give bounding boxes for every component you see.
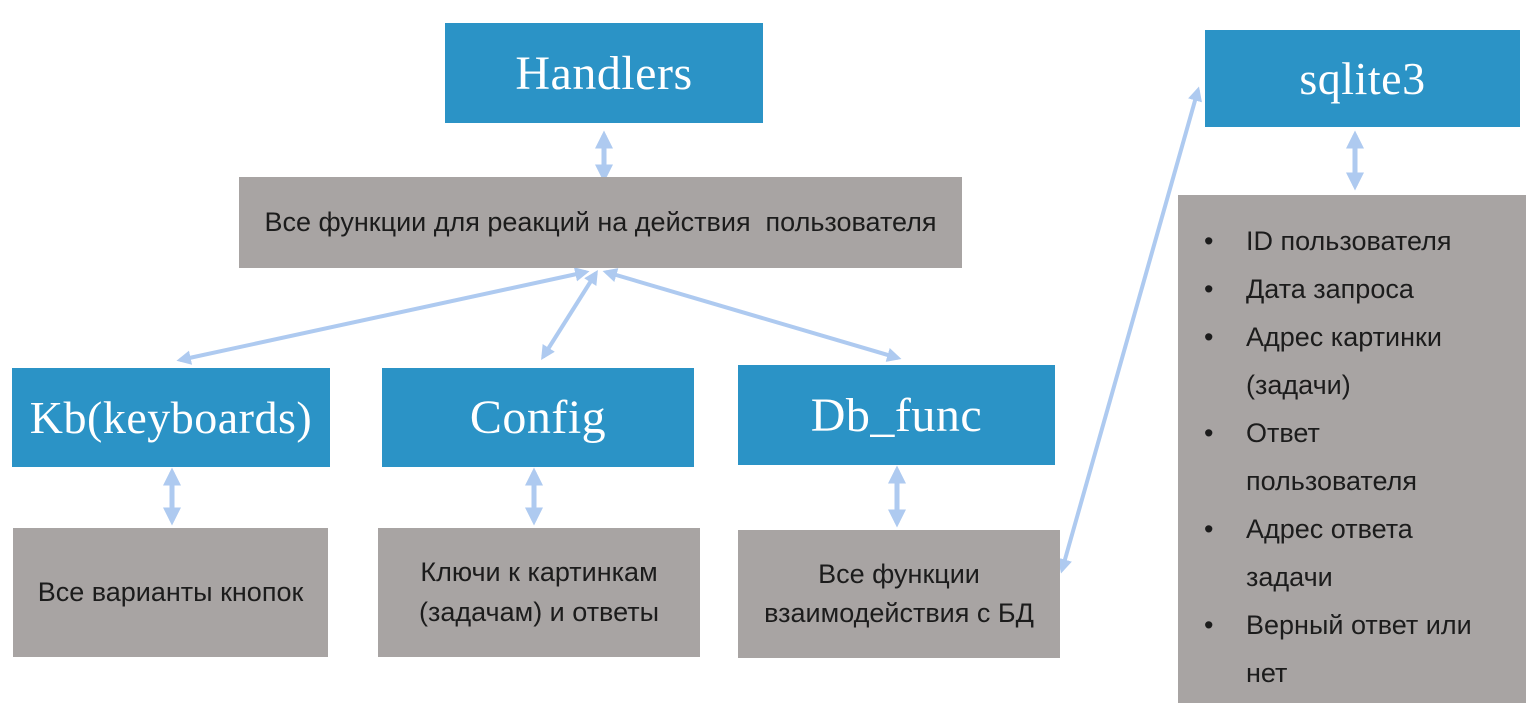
module-handlers-label: Handlers (515, 46, 693, 100)
module-config-label: Config (469, 391, 607, 444)
config-description-box: Ключи к картинкам (задачам) и ответы (378, 528, 700, 657)
handlers-description-text: Все функции для реакций на действия поль… (264, 206, 937, 237)
module-config: Config (382, 368, 694, 467)
config-description-text: Ключи к картинкам (задачам) и ответы (418, 557, 659, 627)
sqlite3-field-correct-or-not: Верный ответ или нет (1204, 601, 1516, 697)
handlers-description-box: Все функции для реакций на действия поль… (239, 177, 962, 268)
module-dbfunc-label: Db_func (810, 388, 983, 442)
arrow-description-dbfunc (602, 268, 902, 362)
module-handlers: Handlers (445, 23, 763, 123)
module-kb: Kb(keyboards) (12, 368, 330, 467)
sqlite3-field-user-id: ID пользователя (1204, 217, 1516, 265)
sqlite3-fields-list: ID пользователя Дата запроса Адрес карти… (1178, 195, 1526, 697)
kb-description-text: Все варианты кнопок (37, 576, 304, 607)
arrow-description-config (541, 269, 598, 361)
sqlite3-fields-panel: ID пользователя Дата запроса Адрес карти… (1178, 195, 1526, 703)
module-sqlite3-label: sqlite3 (1299, 53, 1426, 104)
sqlite3-field-task-image-address: Адрес картинки (задачи) (1204, 313, 1516, 409)
arrow-description-kb (176, 267, 590, 365)
kb-description-box: Все варианты кнопок (13, 528, 328, 657)
module-kb-label: Kb(keyboards) (29, 392, 313, 443)
sqlite3-field-user-answer: Ответ пользователя (1204, 409, 1516, 505)
sqlite3-field-request-date: Дата запроса (1204, 265, 1516, 313)
sqlite3-field-answer-address: Адрес ответа задачи (1204, 505, 1516, 601)
module-dbfunc: Db_func (738, 365, 1055, 465)
module-sqlite3: sqlite3 (1205, 30, 1520, 127)
dbfunc-description-box: Все функции взаимодействия с БД (738, 530, 1060, 658)
dbfunc-description-text: Все функции взаимодействия с БД (764, 558, 1034, 628)
